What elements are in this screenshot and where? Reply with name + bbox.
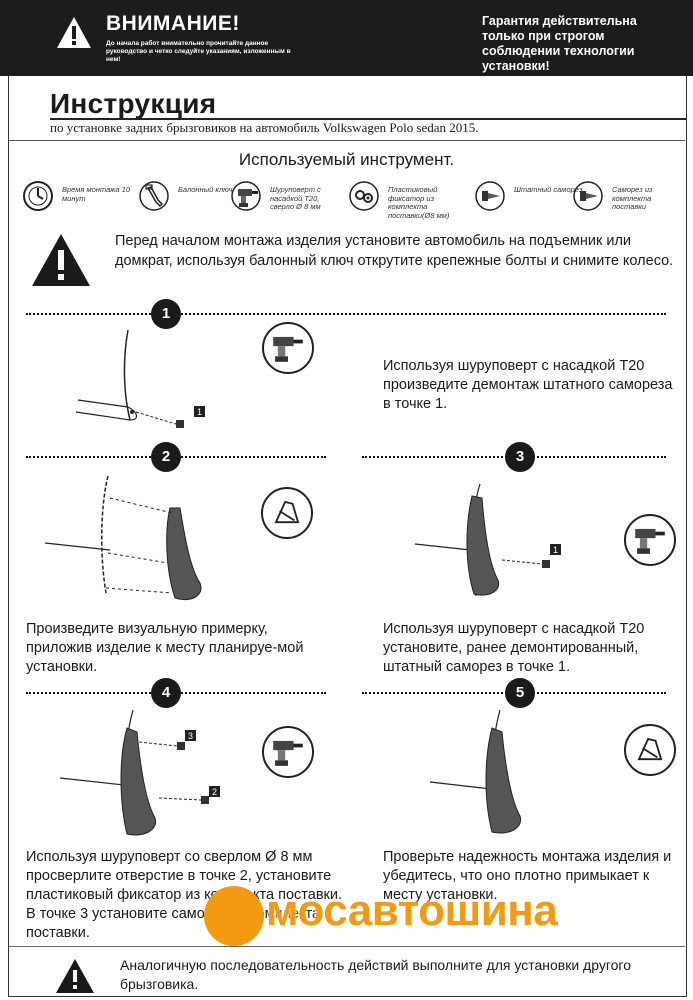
step-2-drawing — [44, 475, 202, 601]
clock-icon — [23, 181, 53, 211]
tools-heading: Используемый инструмент. — [238, 150, 455, 169]
warning-header: ВНИМАНИЕ! До начала работ внимательно пр… — [0, 0, 693, 76]
step-number: 3 — [505, 442, 535, 472]
drill-badge — [624, 514, 676, 566]
callout-box — [550, 544, 561, 555]
drill-icon — [231, 181, 261, 211]
step-5-drawing — [429, 709, 522, 834]
screw-icon — [573, 181, 603, 211]
mudflap-icon — [637, 737, 663, 761]
step-3-drawing: 1 — [414, 483, 561, 597]
tool-label: Шуруповерт с насадкой T20, сверло Ø 8 мм — [270, 185, 321, 211]
logo-circle — [204, 886, 264, 946]
header-subtitle: До начала работ внимательно прочитайте д… — [106, 40, 291, 63]
brand-logo: мосавтошина — [204, 884, 674, 946]
footer-divider — [9, 946, 685, 947]
warning-triangle-icon — [57, 17, 91, 48]
step-1-text: Используя шуруповерт с насадкой T20 прои… — [383, 358, 673, 412]
callout-box — [209, 786, 220, 797]
footer-note: Аналогичную последовательность действий … — [120, 957, 632, 992]
tool-label: Штатный саморез — [514, 185, 583, 194]
drill-icon — [635, 528, 665, 554]
callout-box — [185, 730, 196, 741]
header-title: ВНИМАНИЕ! — [106, 12, 240, 35]
content-frame — [8, 76, 687, 997]
callout-label: 1 — [553, 545, 558, 555]
drill-badge — [262, 322, 314, 374]
tool-label: Балонный ключ — [178, 185, 233, 194]
divider — [9, 140, 685, 141]
wrench-icon — [139, 181, 169, 211]
pre-install-warning: Перед началом монтажа изделия установите… — [115, 233, 674, 269]
step-5-text: Проверьте надежность монтажа изделия и у… — [383, 849, 672, 903]
step-number: 2 — [151, 442, 181, 472]
step-3-text: Используя шуруповерт с насадкой T20 уста… — [383, 621, 645, 675]
fastener-badge — [261, 487, 313, 539]
title-underline — [50, 118, 686, 120]
step-number: 5 — [505, 678, 535, 708]
callout-label: 3 — [188, 731, 193, 741]
callout-label: 2 — [212, 787, 217, 797]
tool-label: Время монтажа 10 минут — [62, 185, 131, 203]
warranty-note: Гарантия действительна только при строго… — [482, 14, 637, 73]
callout-label: 1 — [197, 407, 202, 417]
step-divider — [26, 313, 666, 315]
tool-label: Саморез из комплекта поставки — [612, 185, 653, 211]
page-subtitle: по установке задних брызговиков на автом… — [50, 120, 479, 135]
step-4-drawing: 3 2 — [59, 709, 220, 836]
callout-box — [194, 406, 205, 417]
screw-icon — [475, 181, 505, 211]
step-2-text: Произведите визуальную примерку, приложи… — [26, 621, 304, 675]
drill-badge — [262, 726, 314, 778]
step-number: 4 — [151, 678, 181, 708]
logo-text: мосавтошина — [266, 886, 558, 935]
page-title: Инструкция — [50, 88, 217, 119]
drill-icon — [273, 740, 303, 766]
drill-icon — [273, 336, 303, 362]
step-number: 1 — [151, 299, 181, 329]
fastener-icon — [349, 181, 379, 211]
warning-triangle-icon — [56, 959, 94, 993]
warning-triangle-icon — [32, 234, 90, 286]
tool-label: Пластиковый фиксатор из комплекта постав… — [388, 185, 450, 220]
mudflap-badge — [624, 724, 676, 776]
mudflap-icon — [274, 500, 300, 524]
step-1-drawing: 1 — [75, 329, 205, 428]
